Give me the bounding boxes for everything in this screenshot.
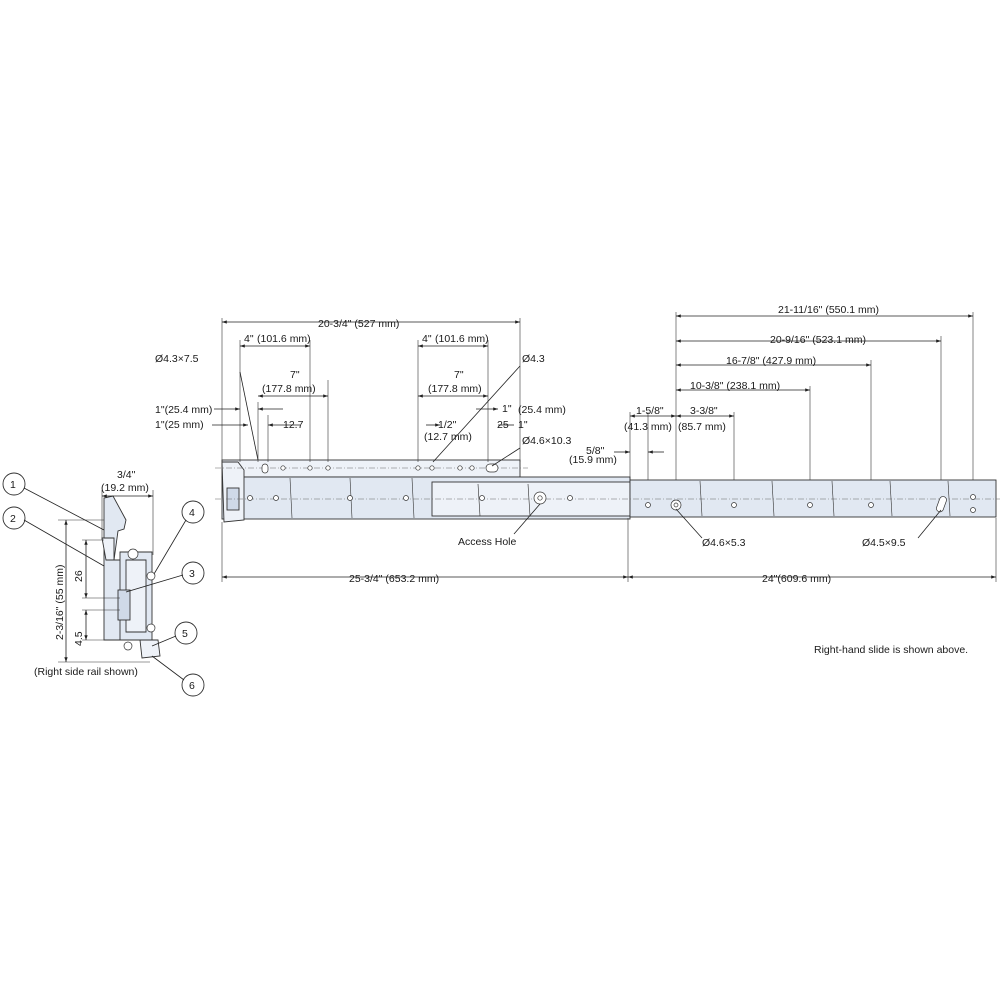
one-inch-right: 1" xyxy=(502,403,512,415)
one-inch-2: 1" xyxy=(518,419,528,431)
dim-right-7-mm: (177.8 mm) xyxy=(428,383,482,395)
ball-bearing xyxy=(146,623,156,633)
hole-b-label: Ø4.5×9.5 xyxy=(862,537,906,549)
mount-flange-profile xyxy=(101,537,115,561)
slot-right-label: Ø4.6×10.3 xyxy=(522,435,571,447)
cabinet-member-dimensions: 21-11/16" (550.1 mm) 20-9/16" (523.1 mm)… xyxy=(458,304,974,549)
slot-leader-right xyxy=(491,447,521,467)
balloon-3: 3 xyxy=(125,561,205,593)
one-inch-right-mm: (25.4 mm) xyxy=(518,404,566,416)
travel-label: 24"(609.6 mm) xyxy=(762,573,831,585)
drawer-member-dimensions: 20-3/4" (527 mm) 4" (101.6 mm) 7" (177.8… xyxy=(155,318,571,467)
profile-width-label: 3/4" xyxy=(117,469,136,481)
dim-overall-drawer: 20-3/4" (527 mm) xyxy=(318,318,399,330)
svg-text:3: 3 xyxy=(189,568,195,580)
balloon-1: 1 xyxy=(2,472,105,531)
dim-3-3-8-mm: (85.7 mm) xyxy=(678,421,726,433)
svg-text:5: 5 xyxy=(182,628,188,640)
drawer-member-holes xyxy=(261,463,499,474)
ball-bearing xyxy=(127,548,139,560)
profile-caption: (Right side rail shown) xyxy=(34,666,138,678)
slot-leader-left xyxy=(239,371,259,461)
dim-1-5-8-in: 1-5/8" xyxy=(636,405,664,417)
dim-5-8-in: 5/8" xyxy=(586,445,605,457)
svg-text:4: 4 xyxy=(189,507,195,519)
dim-right-4-mm: (101.6 mm) xyxy=(435,333,489,345)
balloon-4: 4 xyxy=(153,500,205,575)
half-inch: 1/2" xyxy=(438,419,457,431)
balloon-5: 5 xyxy=(151,621,198,647)
retainer-profile xyxy=(139,639,161,659)
inner-member-extended xyxy=(629,479,997,518)
dim-left-4-mm: (101.6 mm) xyxy=(257,333,311,345)
orientation-note: Right-hand slide is shown above. xyxy=(814,644,968,656)
rail-segment-lines xyxy=(289,477,951,519)
profile-width-mm: (19.2 mm) xyxy=(101,482,149,494)
cabinet-member-holes xyxy=(247,491,976,513)
closed-length-label: 25-3/4" (653.2 mm) xyxy=(349,573,439,585)
rail-web xyxy=(117,589,131,621)
balloon-2: 2 xyxy=(2,506,105,567)
dim-left-7-in: 7" xyxy=(290,369,300,381)
svg-text:2: 2 xyxy=(10,513,16,525)
dim-right-7-in: 7" xyxy=(454,369,464,381)
profile-26-label: 26 xyxy=(73,570,85,582)
one-inch-left: 1"(25.4 mm) xyxy=(155,404,212,416)
dim-5-8-mm: (15.9 mm) xyxy=(569,454,617,466)
dim-right-4-in: 4" xyxy=(422,333,432,345)
access-hole-label: Access Hole xyxy=(458,536,517,548)
hole-a-label: Ø4.6×5.3 xyxy=(702,537,746,549)
profile-height-label: 2-3/16" (55 mm) xyxy=(54,565,66,641)
profile-4-5-label: 4.5 xyxy=(73,631,85,646)
slide-side-view xyxy=(221,459,997,523)
dim-21-11-16: 21-11/16" (550.1 mm) xyxy=(778,304,879,316)
hole-right-label: Ø4.3 xyxy=(522,353,545,365)
dim-left-7-mm: (177.8 mm) xyxy=(262,383,316,395)
ball-bearing xyxy=(146,571,156,581)
half-mm: (12.7 mm) xyxy=(424,431,472,443)
dim-16-7-8: 16-7/8" (427.9 mm) xyxy=(726,355,816,367)
dim-12-7: 12.7 xyxy=(283,419,304,431)
rail-cross-section xyxy=(101,495,161,659)
dim-1-5-8-mm: (41.3 mm) xyxy=(624,421,672,433)
svg-text:6: 6 xyxy=(189,680,195,692)
overall-dimensions: 25-3/4" (653.2 mm) 24"(609.6 mm) xyxy=(221,518,997,585)
svg-text:1: 1 xyxy=(10,479,16,491)
hole-leader-right xyxy=(432,365,521,463)
dim-left-4-in: 4" xyxy=(244,333,254,345)
dim-3-3-8-in: 3-3/8" xyxy=(690,405,718,417)
dim-10-3-8: 10-3/8" (238.1 mm) xyxy=(690,380,780,392)
ball-bearing xyxy=(123,641,133,651)
one-inch-left-25: 1"(25 mm) xyxy=(155,419,204,431)
dim-20-9-16: 20-9/16" (523.1 mm) xyxy=(770,334,866,346)
balloon-6: 6 xyxy=(151,655,205,697)
slot-left-label: Ø4.3×7.5 xyxy=(155,353,199,365)
